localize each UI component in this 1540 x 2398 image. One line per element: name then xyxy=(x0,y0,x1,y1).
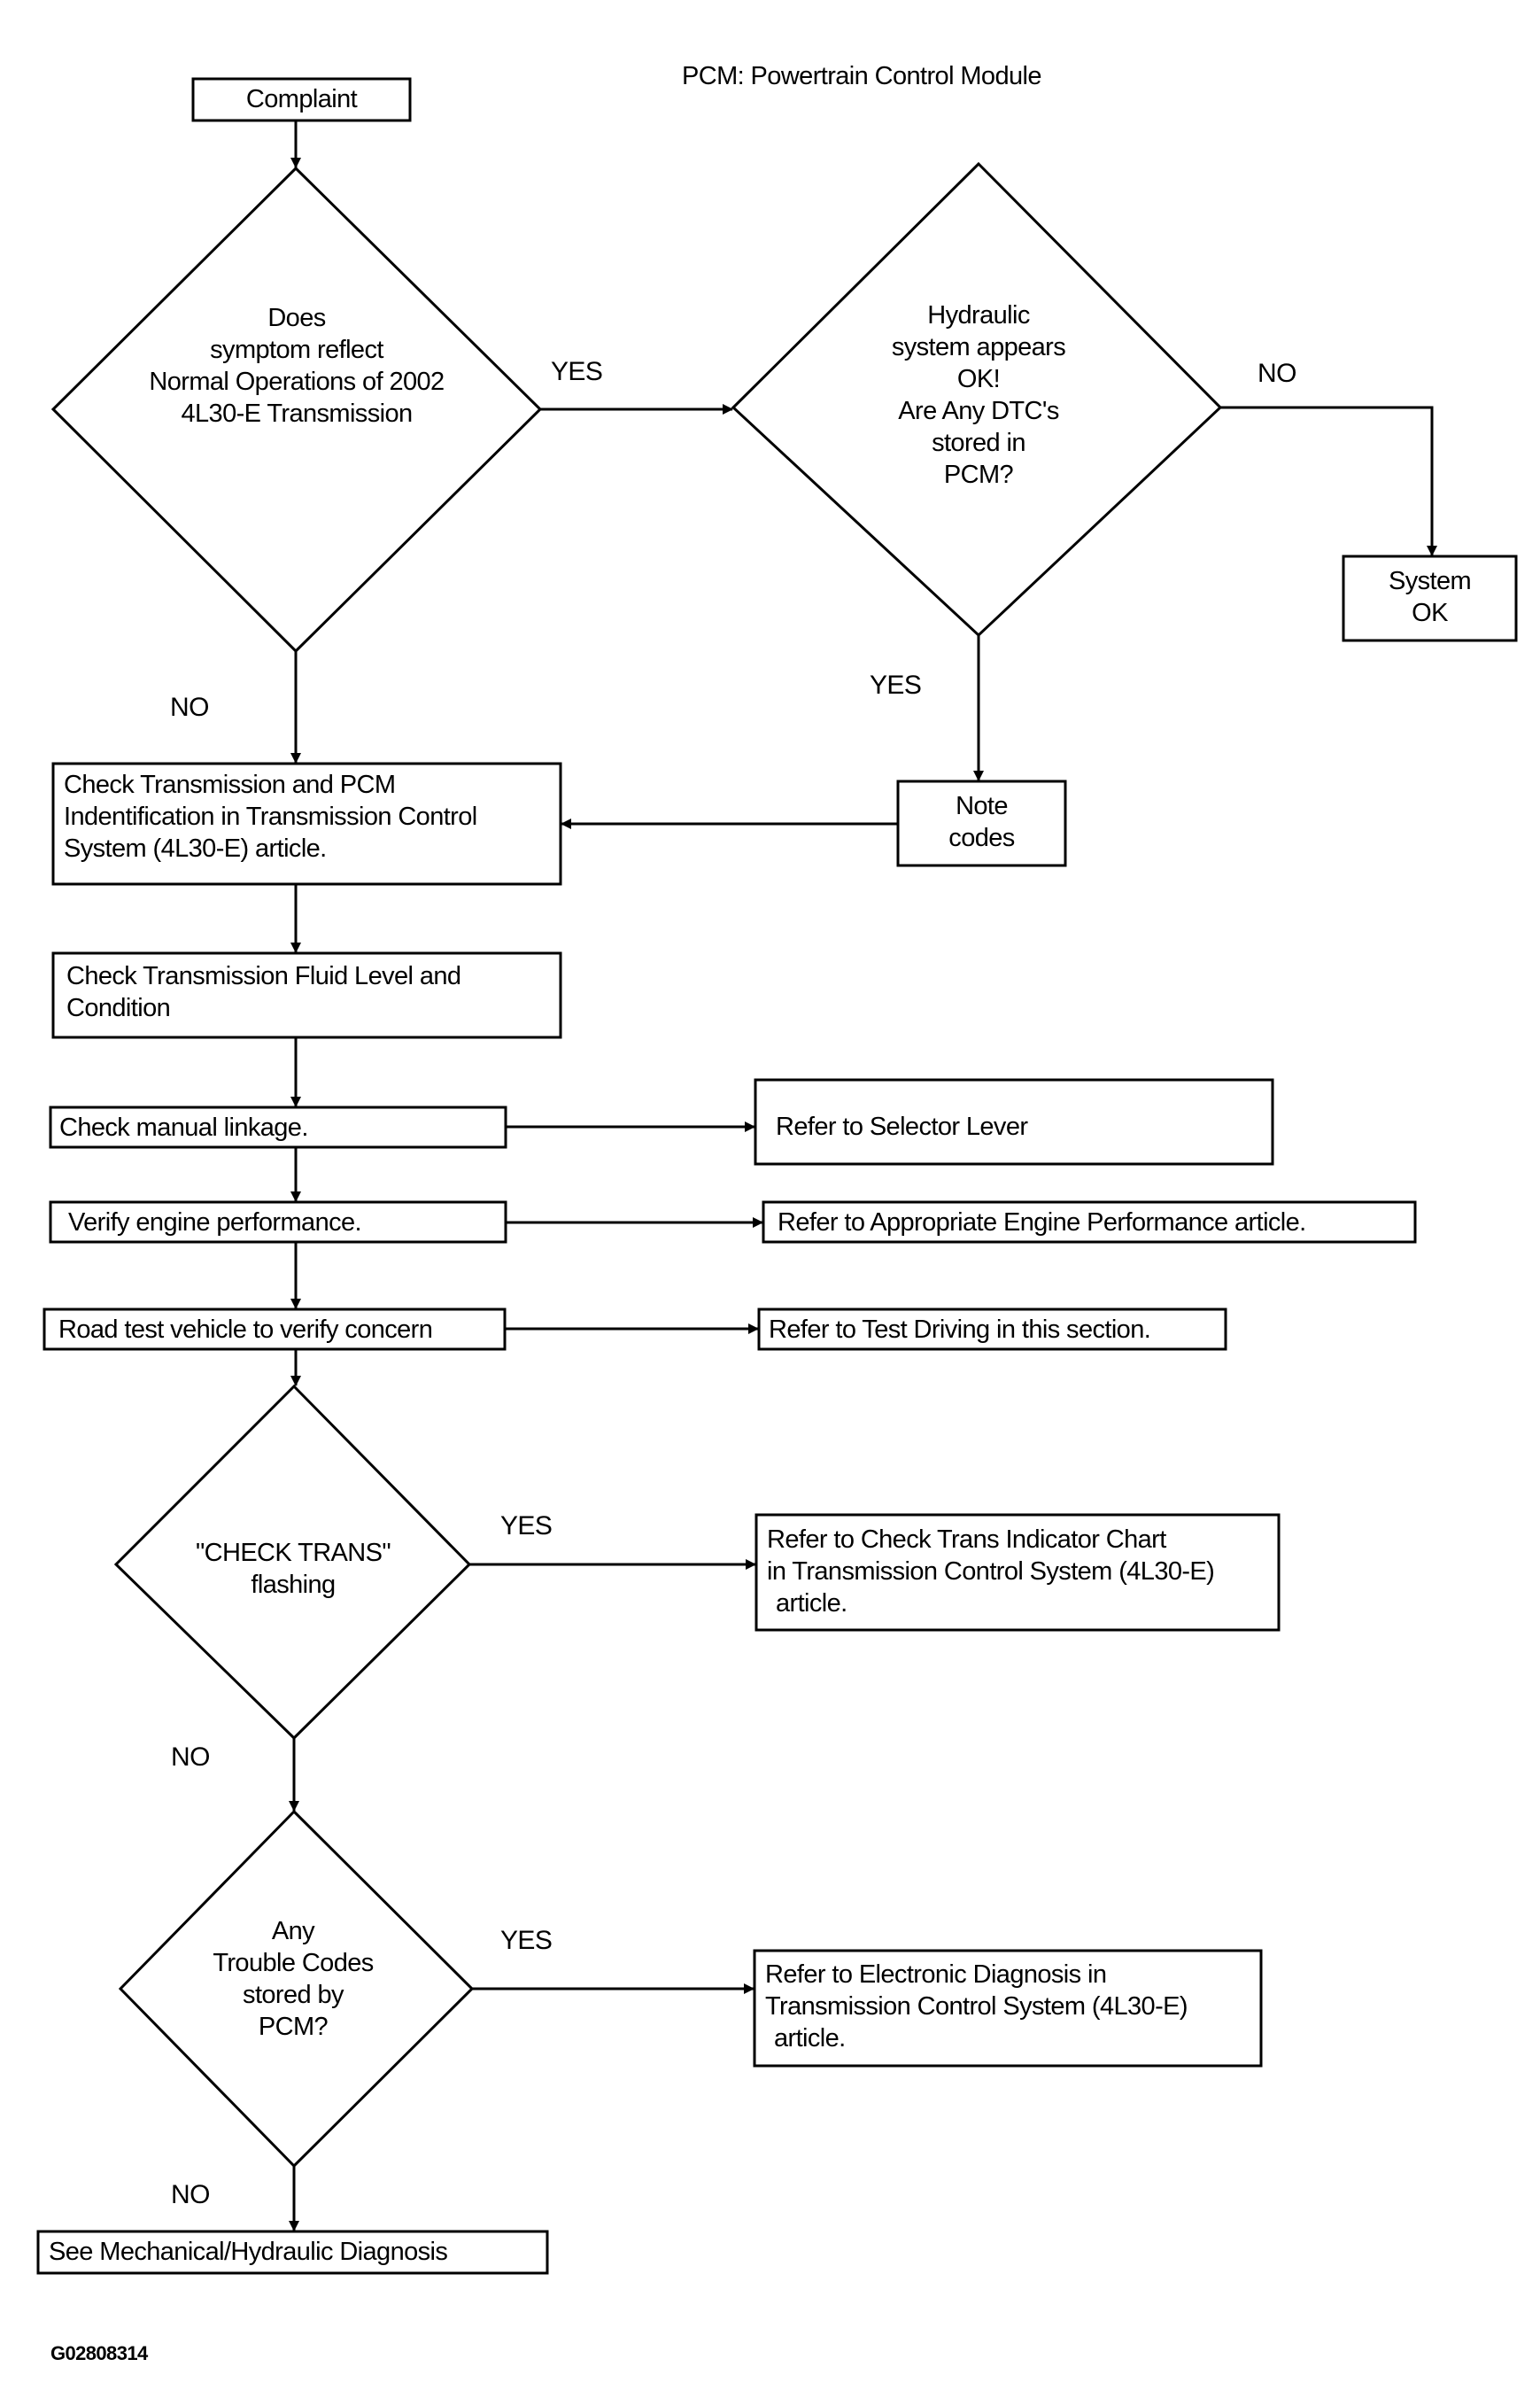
refer-test-driving-box xyxy=(757,1308,1227,1351)
d1-line: symptom reflect xyxy=(210,336,383,364)
refer-check-trans-box xyxy=(755,1513,1281,1632)
refer-selector-label: Refer to Selector Lever xyxy=(776,1113,1028,1141)
arrow-d2-no-to-system-ok xyxy=(1220,406,1437,556)
d4-line: Any xyxy=(271,1917,315,1945)
figure-code: G02808314 xyxy=(50,2342,148,2364)
d4-no-label: NO xyxy=(171,2180,210,2209)
check-fluid-text: Check Transmission Fluid Level and Condi… xyxy=(66,960,461,1024)
road-test-label: Road test vehicle to verify concern xyxy=(58,1315,433,1344)
d2-line: Hydraulic xyxy=(927,301,1030,330)
d3-line: flashing xyxy=(251,1571,336,1599)
d4-line: stored by xyxy=(243,1981,344,2009)
check-fluid-line: Check Transmission Fluid Level and xyxy=(66,962,461,990)
complaint-label: Complaint xyxy=(245,85,358,113)
decision-dtc-stored-text: Hydraulic system appears OK! Are Any DTC… xyxy=(788,299,1169,491)
legend-text: PCM: Powertrain Control Module xyxy=(682,62,1041,90)
check-id-line: System (4L30-E) article. xyxy=(64,834,327,863)
refer-electronic-line: Transmission Control System (4L30-E) xyxy=(765,1992,1188,2021)
refer-engine-label: Refer to Appropriate Engine Performance … xyxy=(778,1208,1306,1237)
system-ok-line: OK xyxy=(1412,599,1448,627)
refer-engine-box xyxy=(762,1200,1417,1244)
verify-engine-label: Verify engine performance. xyxy=(68,1208,362,1237)
refer-electronic-box xyxy=(753,1949,1263,2068)
note-codes-line: codes xyxy=(948,824,1015,852)
refer-test-driving-label: Refer to Test Driving in this section. xyxy=(769,1315,1151,1344)
check-id-line: Indentification in Transmission Control xyxy=(64,803,477,831)
note-codes-text: Note codes xyxy=(898,790,1065,854)
refer-selector-box xyxy=(754,1078,1274,1166)
note-codes-line: Note xyxy=(956,792,1008,820)
decision-trouble-codes-text: Any Trouble Codes stored by PCM? xyxy=(142,1915,445,2043)
d2-line: Are Any DTC's xyxy=(898,397,1059,425)
d2-line: OK! xyxy=(956,365,1001,393)
d4-line: PCM? xyxy=(258,2013,329,2041)
d1-no-label: NO xyxy=(170,693,209,722)
see-mechanical-box xyxy=(36,2230,549,2275)
refer-check-trans-line: in Transmission Control System (4L30-E) xyxy=(767,1557,1215,1586)
refer-check-trans-line: Refer to Check Trans Indicator Chart xyxy=(767,1525,1166,1554)
d3-no-label: NO xyxy=(171,1742,210,1772)
check-identification-text: Check Transmission and PCM Indentificati… xyxy=(64,769,477,865)
check-fluid-box xyxy=(51,951,562,1039)
d1-line: Does xyxy=(267,304,326,332)
decision-check-trans-text: "CHECK TRANS" flashing xyxy=(133,1537,453,1601)
check-id-line: Check Transmission and PCM xyxy=(64,771,396,799)
system-ok-line: System xyxy=(1388,567,1472,595)
check-fluid-line: Condition xyxy=(66,994,171,1022)
d3-yes-label: YES xyxy=(500,1511,553,1540)
refer-electronic-text: Refer to Electronic Diagnosis in Transmi… xyxy=(765,1959,1188,2054)
refer-check-trans-text: Refer to Check Trans Indicator Chart in … xyxy=(767,1524,1215,1619)
d4-yes-label: YES xyxy=(500,1926,553,1955)
refer-check-trans-line: article. xyxy=(776,1589,847,1618)
d2-line: stored in xyxy=(932,429,1025,457)
d1-line: Normal Operations of 2002 xyxy=(149,368,445,396)
d2-no-label: NO xyxy=(1258,359,1296,388)
complaint-box xyxy=(191,77,412,122)
d2-line: PCM? xyxy=(943,461,1014,489)
d2-yes-label: YES xyxy=(870,671,922,700)
decision-normal-operations-text: Does symptom reflect Normal Operations o… xyxy=(80,302,514,430)
d3-line: "CHECK TRANS" xyxy=(195,1539,391,1567)
refer-electronic-line: Refer to Electronic Diagnosis in xyxy=(765,1960,1107,1989)
see-mechanical-label: See Mechanical/Hydraulic Diagnosis xyxy=(49,2238,448,2266)
check-linkage-label: Check manual linkage. xyxy=(59,1114,308,1142)
d2-line: system appears xyxy=(891,333,1066,361)
d4-line: Trouble Codes xyxy=(213,1949,374,1977)
system-ok-box xyxy=(1342,555,1518,642)
system-ok-text: System OK xyxy=(1343,565,1516,629)
d1-yes-label: YES xyxy=(551,357,603,386)
d1-line: 4L30-E Transmission xyxy=(181,400,414,428)
refer-electronic-line: article. xyxy=(774,2024,846,2053)
